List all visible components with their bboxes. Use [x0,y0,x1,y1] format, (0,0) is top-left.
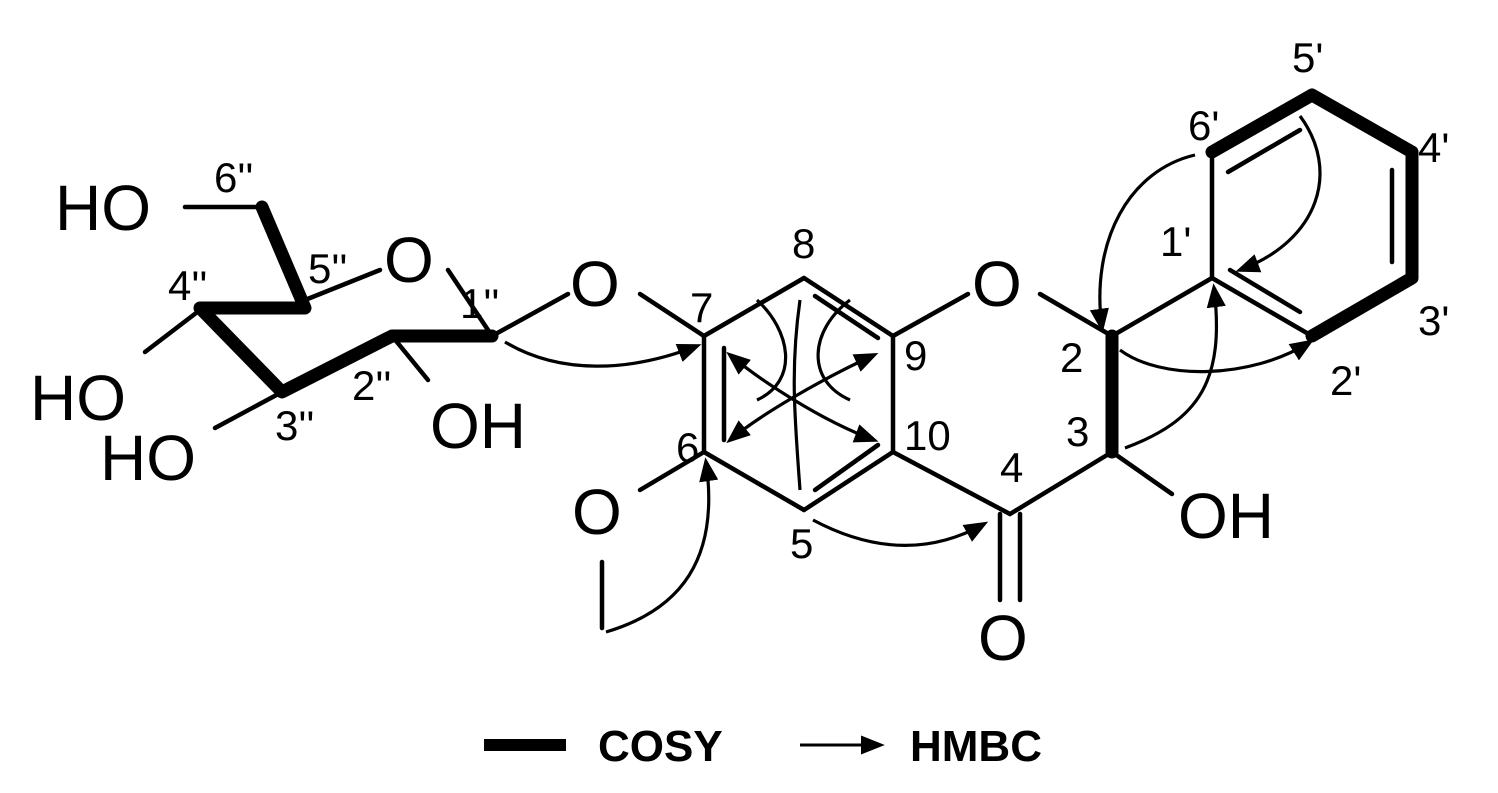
bonds [142,127,1395,631]
hmbc-arrows [504,115,1322,634]
pos-5p: 5' [1292,34,1323,81]
pos-7: 7 [690,284,713,331]
pos-8: 8 [792,220,815,267]
pos-6pp: 6'' [214,154,253,201]
pos-2: 2 [1060,334,1083,381]
pos-3: 3 [1066,408,1089,455]
oh-2pp-label: OH [430,390,526,462]
pos-2p: 2' [1330,357,1361,404]
pos-5: 5 [790,520,813,567]
cosy-bonds [193,88,1419,459]
pos-10: 10 [904,412,951,459]
pos-4pp: 4'' [168,262,207,309]
pos-6: 6 [676,424,699,471]
o-sugar-ring-label: O [384,224,434,296]
pos-1pp: 1'' [460,280,499,327]
ho-6pp-label: HO [55,172,151,244]
cosy-legend-label: COSY [598,722,723,771]
o-pyranone-ring-label: O [972,248,1022,320]
oh-3-label: OH [1178,480,1274,552]
pos-4: 4 [1000,444,1023,491]
pos-3p: 3' [1418,297,1449,344]
ho-3pp-label: HO [100,422,196,494]
pos-1p: 1' [1160,218,1191,265]
o-ketone-label: O [978,602,1028,674]
o-methoxy-label: O [572,476,622,548]
pos-4p: 4' [1418,124,1449,171]
atom-labels: HO HO HO OH O O O O O OH [30,172,1274,674]
position-labels: 6'' 5'' 4'' 3'' 2'' 1'' 8 7 6 9 10 5 4 3… [168,34,1449,567]
pos-3pp: 3'' [275,402,314,449]
ho-4pp-label: HO [30,362,126,434]
pos-6p: 6' [1188,102,1219,149]
legend: COSY HMBC [484,722,1042,771]
pos-2pp: 2'' [352,362,391,409]
pos-5pp: 5'' [308,245,347,292]
hmbc-legend-label: HMBC [910,722,1042,771]
pos-9: 9 [904,332,927,379]
o-glycosidic-label: O [570,248,620,320]
